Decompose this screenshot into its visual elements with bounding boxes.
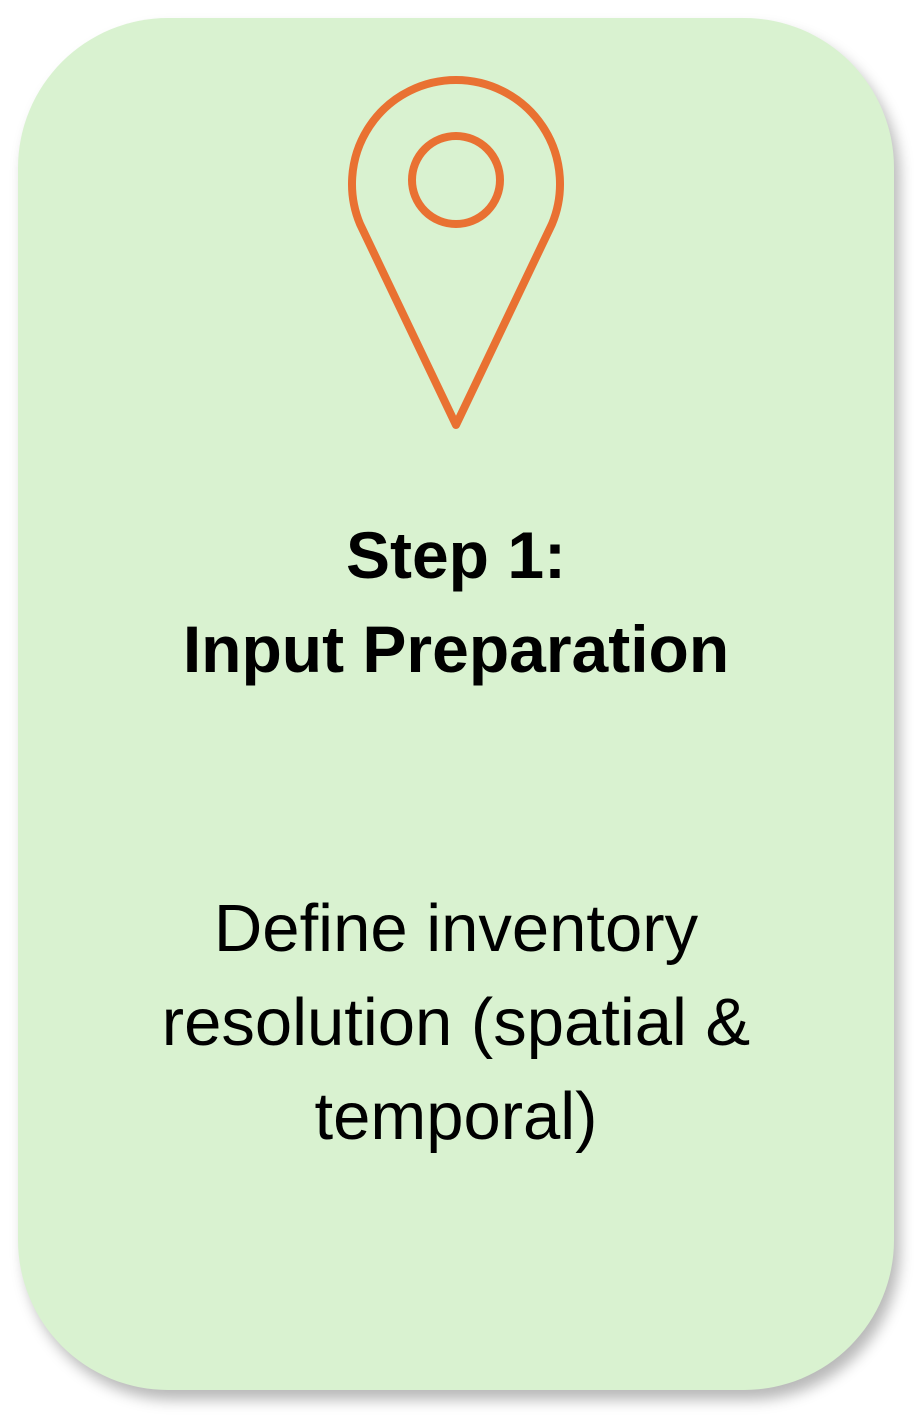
step-number: Step 1: — [345, 518, 567, 592]
location-pin-icon — [348, 76, 564, 429]
step-title: Step 1: Input Preparation — [183, 508, 729, 696]
step-card: Step 1: Input Preparation Define invento… — [18, 18, 894, 1390]
step-name: Input Preparation — [182, 612, 730, 686]
step-description: Define inventory resolution (spatial & t… — [161, 891, 751, 1154]
